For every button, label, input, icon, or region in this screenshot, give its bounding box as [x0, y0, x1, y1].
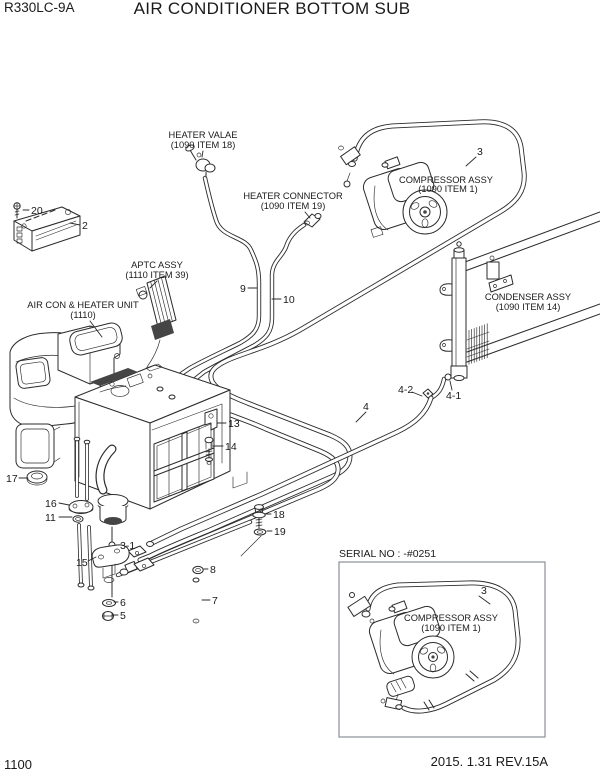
callout-compressor-inset: COMPRESSOR ASSY (1090 ITEM 1): [404, 613, 498, 633]
heater-hose-10: [171, 222, 307, 399]
callout-aptc: APTC ASSY (1110 ITEM 39): [125, 260, 188, 280]
part-label-16: 16: [45, 498, 57, 510]
compressor-inset-assembly: [347, 580, 521, 714]
filter-grid: [153, 420, 215, 503]
screw-20: [13, 202, 21, 219]
part-label-4-2: 4-2: [398, 384, 413, 396]
callout-line: AIR CON & HEATER UNIT: [27, 300, 139, 310]
callout-heater-connector: HEATER CONNECTOR (1090 ITEM 19): [243, 191, 343, 211]
footer-page-number: 1100: [4, 757, 32, 772]
inset-bottom-fitting: [380, 697, 403, 711]
leader-lines: [18, 150, 491, 616]
model-code: R330LC-9A: [4, 0, 75, 15]
part-label-17: 17: [6, 473, 18, 485]
callout-line: APTC ASSY: [131, 260, 183, 270]
part-label-3: 3: [477, 146, 483, 158]
washer-6: [102, 599, 116, 607]
callout-line: COMPRESSOR ASSY: [399, 175, 493, 185]
washer-19: [240, 528, 267, 557]
heater-connector-part: [303, 213, 322, 228]
heater-valve: [185, 144, 216, 178]
heater-core-pipes: [73, 436, 91, 501]
serial-no-label: SERIAL NO : -#0251: [339, 548, 436, 560]
bolt-14: [204, 436, 214, 465]
ring-11: [72, 515, 84, 523]
part-label-8: 8: [210, 564, 216, 576]
inset-left-fitting: [347, 592, 375, 624]
condenser-hose-4: [146, 376, 447, 547]
front-vent: [15, 423, 61, 469]
part-label-9: 9: [240, 283, 246, 295]
heater-hose-9: [159, 175, 262, 390]
part-label-5: 5: [120, 610, 126, 622]
part-label-2: 2: [82, 220, 88, 232]
part-label-13: 13: [228, 418, 240, 430]
callout-line: (1090 ITEM 1): [418, 184, 477, 194]
callout-line: (1090 ITEM 18): [171, 140, 236, 150]
callout-line: CONDENSER ASSY: [485, 292, 571, 302]
hose-inlet-fitting: [338, 145, 361, 188]
footer-revision: 2015. 1.31 REV.15A: [431, 754, 549, 769]
callout-condenser: CONDENSER ASSY (1090 ITEM 14): [485, 292, 571, 312]
part-label-3-inset: 3: [481, 585, 487, 597]
ring-8: [192, 565, 204, 575]
part-label-3-1: 3-1: [120, 540, 135, 552]
lower-pipes: [77, 523, 95, 591]
grommet-17: [26, 470, 48, 486]
tube-7: [192, 577, 200, 624]
control-panel: [13, 206, 81, 252]
callout-line: (1090 ITEM 19): [261, 201, 326, 211]
condenser-fins-hatch: [466, 323, 490, 365]
part-label-4-1: 4-1: [446, 390, 461, 402]
page-title: AIR CONDITIONER BOTTOM SUB: [134, 0, 411, 18]
part-label-7: 7: [212, 595, 218, 607]
callout-line: HEATER VALAE: [169, 130, 238, 140]
aircon-heater-unit-box: [68, 363, 267, 624]
hose-end-fittings: [119, 545, 155, 576]
callout-heater-valve: HEATER VALAE (1090 ITEM 18): [169, 130, 238, 150]
part-label-19: 19: [274, 526, 286, 538]
drain-elbow: [95, 444, 129, 525]
part-label-10: 10: [283, 294, 295, 306]
part-label-18: 18: [273, 509, 285, 521]
inset-plate-part: [386, 675, 415, 702]
serial-inset-box: [338, 561, 546, 738]
callout-line: (1090 ITEM 14): [496, 302, 561, 312]
clamp-15: [91, 544, 130, 583]
oring-4-1: [444, 373, 452, 381]
callout-line: COMPRESSOR ASSY: [404, 613, 498, 623]
part-label-4: 4: [363, 401, 369, 413]
compressor-top-assembly: [338, 145, 448, 238]
aptc-assembly: [135, 275, 177, 368]
condenser-panel-lines: [464, 211, 600, 365]
bracket-13: [204, 408, 218, 431]
part-label-6: 6: [120, 597, 126, 609]
callout-line: HEATER CONNECTOR: [243, 191, 343, 201]
part-label-14: 14: [225, 441, 237, 453]
condenser-assembly: [422, 241, 514, 399]
plate-16: [68, 500, 94, 514]
nut-5: [102, 611, 114, 621]
callout-line: (1090 ITEM 1): [421, 623, 480, 633]
part-label-15: 15: [76, 557, 88, 569]
suction-hose: [144, 399, 341, 565]
callout-aircon-heater-unit: AIR CON & HEATER UNIT (1110): [27, 300, 139, 320]
bolt-18: [252, 504, 266, 529]
part-number-labels: 20 2 9 10 3 13 14 17 16 11 3-1 15 18 19 …: [6, 146, 487, 622]
callout-compressor-top: COMPRESSOR ASSY (1090 ITEM 1): [399, 175, 493, 194]
part-label-11: 11: [45, 512, 56, 524]
part-label-20: 20: [31, 205, 43, 217]
callout-line: (1110): [70, 310, 96, 320]
callout-line: (1110 ITEM 39): [125, 270, 188, 280]
